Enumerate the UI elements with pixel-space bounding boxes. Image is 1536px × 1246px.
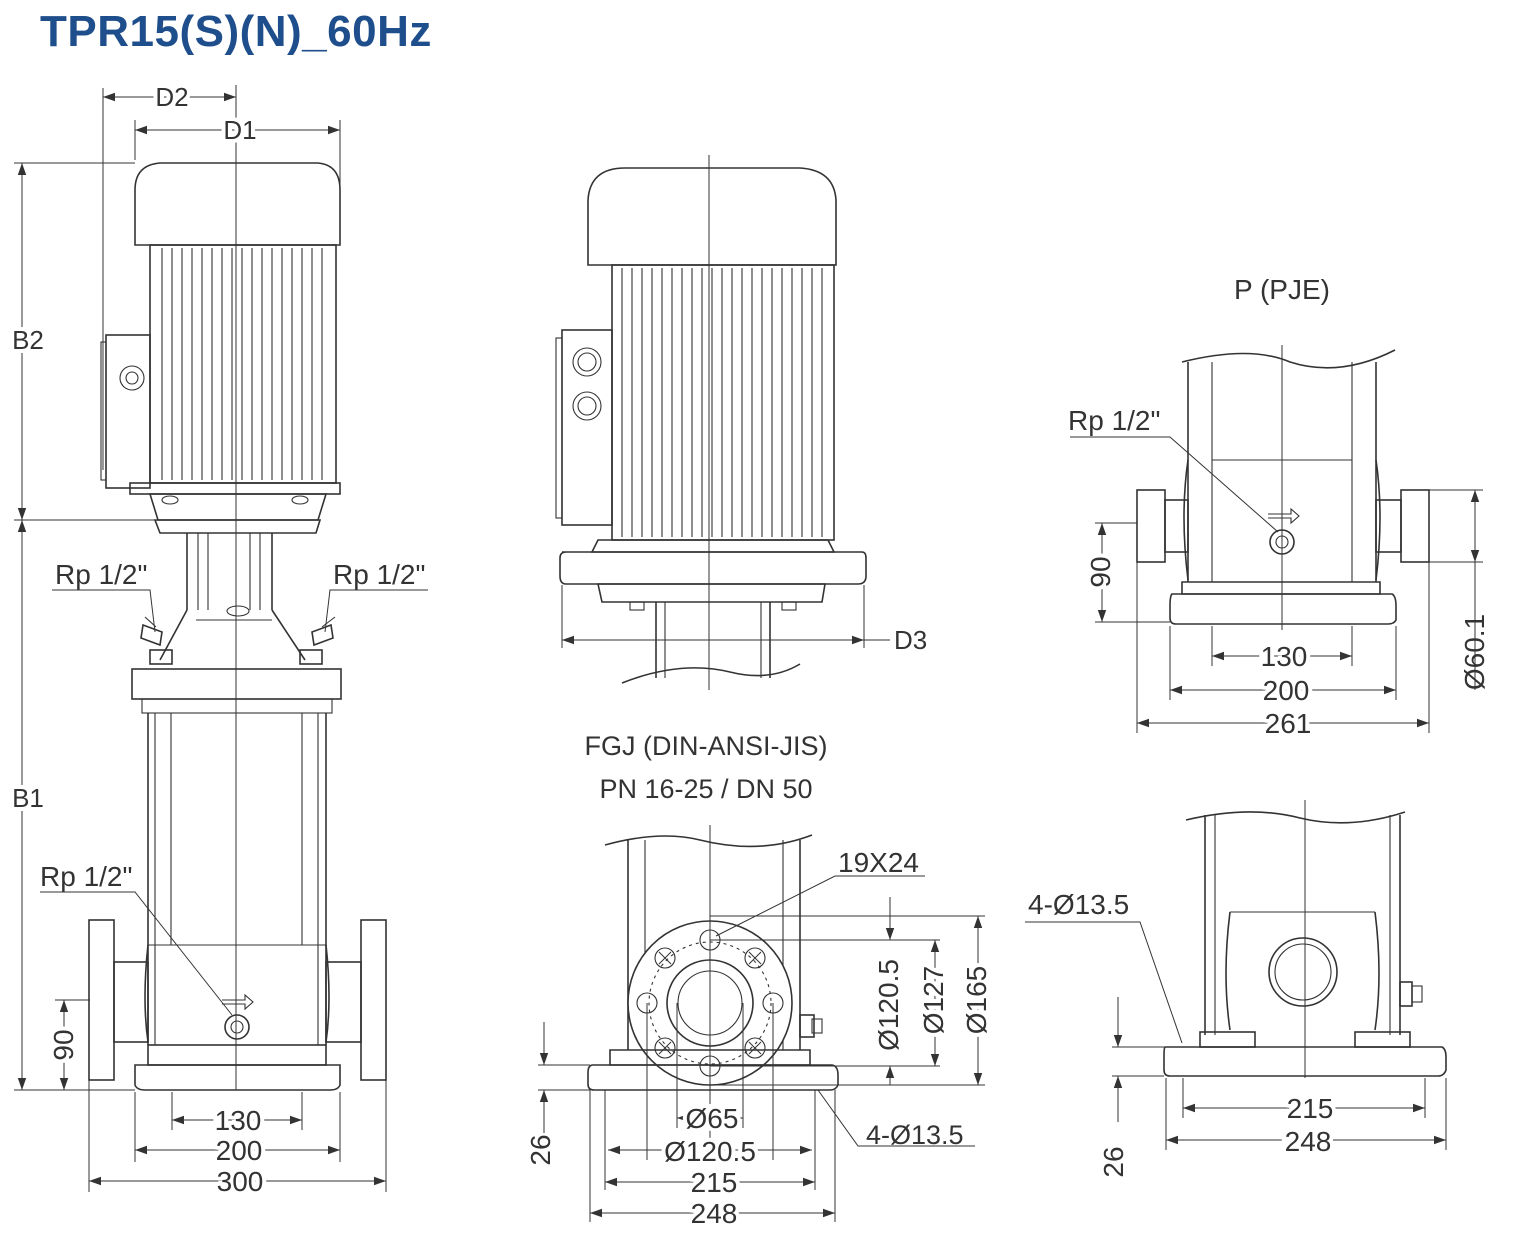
front-coupling <box>140 533 336 665</box>
p-dim-130-label: 130 <box>1261 641 1308 672</box>
page-title: TPR15(S)(N)_60Hz <box>40 7 432 56</box>
fgj-dim-1205v-label: Ø120.5 <box>873 959 904 1051</box>
base-view: 4-Ø13.5 26 215 248 <box>1025 800 1447 1178</box>
dim-90-label: 90 <box>48 1029 79 1060</box>
fgj-title-line2: PN 16-25 / DN 50 <box>599 774 812 804</box>
fgj-dim-26-label: 26 <box>525 1134 556 1165</box>
base-dim-26-label: 26 <box>1098 1146 1129 1177</box>
p-pje-port-label: Rp 1/2" <box>1068 405 1160 436</box>
dim-d3-label: D3 <box>894 625 927 655</box>
dim-b1-label: B1 <box>12 783 44 813</box>
dim-d1-label: D1 <box>223 115 256 145</box>
base-dim-248-label: 248 <box>1285 1126 1332 1157</box>
p-dim-261-label: 261 <box>1265 708 1312 739</box>
base-holes-label: 4-Ø13.5 <box>1028 889 1129 920</box>
fgj-holes-label: 4-Ø13.5 <box>866 1120 964 1150</box>
side-view: D3 <box>555 155 927 690</box>
fgj-dim-215-label: 215 <box>691 1167 738 1198</box>
fgj-dim-1205h-label: Ø120.5 <box>664 1136 756 1167</box>
p-pje-view: P (PJE) Rp 1/2" 90 Ø60.1 130 200 261 <box>1068 274 1490 743</box>
fgj-view: FGJ (DIN-ANSI-JIS) PN 16-25 / DN 50 26 <box>525 731 996 1233</box>
port-drain-label: Rp 1/2" <box>40 861 132 892</box>
fgj-title-line1: FGJ (DIN-ANSI-JIS) <box>585 731 828 761</box>
front-pump-body <box>88 668 387 1091</box>
p-dim-90-label: 90 <box>1085 556 1116 587</box>
p-pje-title: P (PJE) <box>1234 274 1330 305</box>
front-motor <box>100 162 341 534</box>
fgj-dim-165-label: Ø165 <box>961 966 992 1035</box>
fgj-dim-248-label: 248 <box>691 1198 738 1229</box>
dim-300-label: 300 <box>217 1166 264 1197</box>
front-labels: D2 D1 B2 B1 90 130 200 300 Rp 1/2" Rp 1/… <box>8 78 425 1201</box>
fgj-dim-127-label: Ø127 <box>918 966 949 1035</box>
fgj-slot-label: 19X24 <box>838 847 919 878</box>
dim-b2-label: B2 <box>12 325 44 355</box>
front-dimensions <box>14 88 428 1192</box>
dim-d2-label: D2 <box>155 82 188 112</box>
port-left-label: Rp 1/2" <box>55 559 147 590</box>
dim-200-label: 200 <box>216 1135 263 1166</box>
port-right-label: Rp 1/2" <box>333 559 425 590</box>
p-dim-dia-label: Ø60.1 <box>1459 614 1490 690</box>
dim-130-label: 130 <box>215 1105 262 1136</box>
fgj-dim-65-label: Ø65 <box>686 1103 739 1134</box>
base-dim-215-label: 215 <box>1287 1093 1334 1124</box>
p-dim-200-label: 200 <box>1263 675 1310 706</box>
front-view: D2 D1 B2 B1 90 130 200 300 Rp 1/2" Rp 1/… <box>8 78 428 1201</box>
